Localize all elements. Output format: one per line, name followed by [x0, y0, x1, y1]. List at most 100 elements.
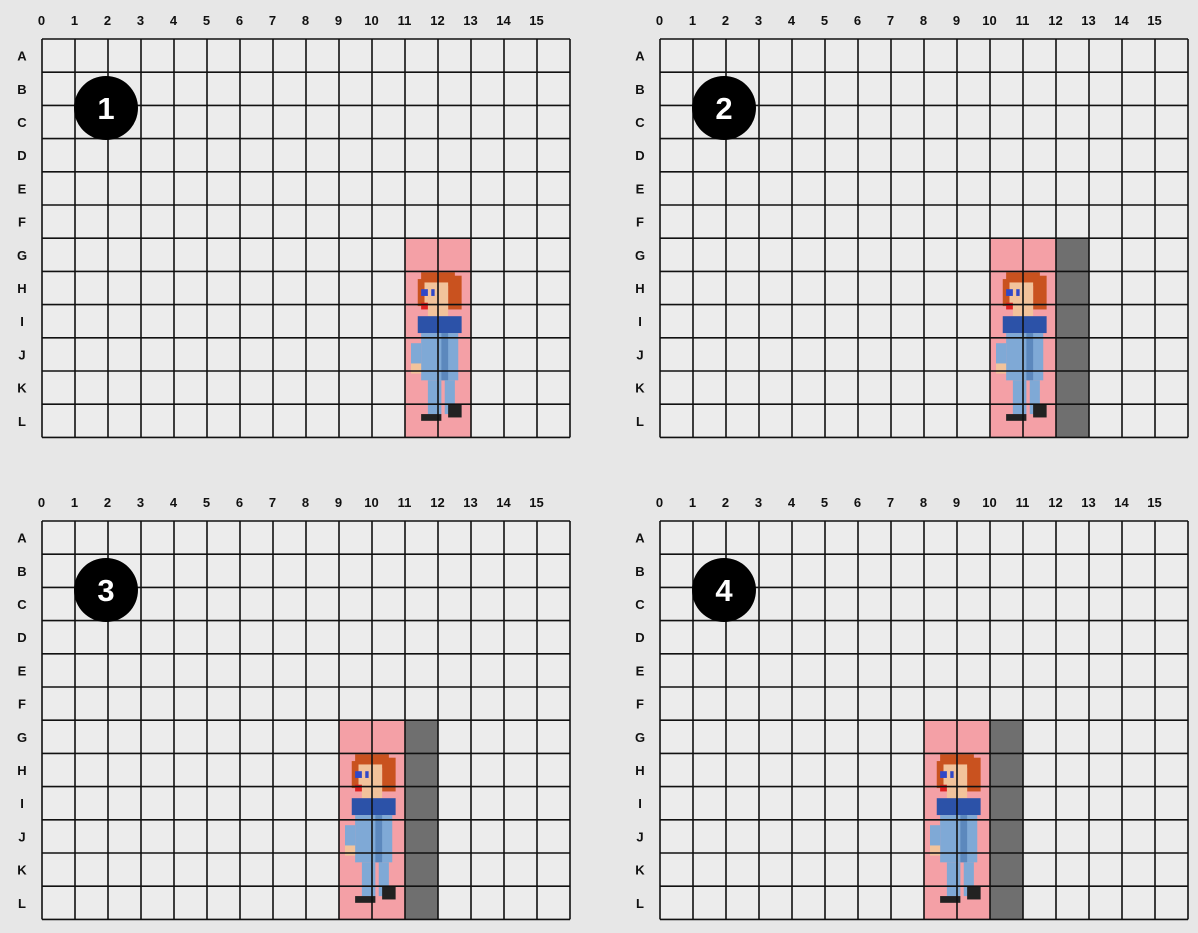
column-label: 11 — [398, 495, 412, 510]
column-label: 6 — [854, 13, 861, 28]
step-number: 3 — [97, 573, 114, 608]
row-label: L — [636, 414, 644, 429]
column-label: 12 — [1048, 495, 1062, 510]
column-label: 2 — [722, 13, 729, 28]
row-label: H — [635, 281, 644, 296]
step-number: 2 — [715, 91, 732, 126]
step-number-badge: 4 — [692, 558, 756, 622]
row-label: F — [636, 697, 644, 712]
column-label: 7 — [269, 13, 276, 28]
column-label: 14 — [1114, 495, 1129, 510]
column-label: 9 — [953, 13, 960, 28]
column-label: 2 — [104, 495, 111, 510]
row-label: C — [635, 115, 645, 130]
column-label: 1 — [689, 495, 696, 510]
column-label: 3 — [137, 495, 144, 510]
row-label: L — [18, 896, 26, 911]
row-label: F — [636, 215, 644, 230]
column-label: 5 — [821, 495, 828, 510]
column-label: 1 — [689, 13, 696, 28]
column-label: 6 — [854, 495, 861, 510]
step-number: 4 — [715, 573, 733, 608]
column-label: 8 — [302, 13, 309, 28]
row-label: K — [17, 863, 27, 878]
step-number: 1 — [97, 91, 114, 126]
row-label: H — [17, 281, 26, 296]
row-label: K — [635, 381, 645, 396]
row-label: C — [17, 115, 27, 130]
row-label: L — [636, 896, 644, 911]
step-number-badge: 1 — [74, 76, 138, 140]
row-label: A — [17, 531, 27, 546]
column-label: 9 — [335, 13, 342, 28]
column-label: 2 — [104, 13, 111, 28]
column-label: 10 — [364, 13, 378, 28]
column-label: 13 — [1081, 13, 1095, 28]
column-label: 4 — [170, 495, 178, 510]
row-label: D — [17, 148, 26, 163]
column-label: 0 — [656, 13, 663, 28]
row-label: A — [635, 49, 645, 64]
column-label: 3 — [137, 13, 144, 28]
column-label: 9 — [953, 495, 960, 510]
row-label: K — [17, 381, 27, 396]
column-label: 8 — [920, 13, 927, 28]
column-label: 14 — [1114, 13, 1129, 28]
column-label: 5 — [821, 13, 828, 28]
column-label: 15 — [529, 495, 543, 510]
row-label: B — [17, 564, 26, 579]
column-label: 10 — [364, 495, 378, 510]
column-label: 11 — [1016, 13, 1030, 28]
row-label: G — [17, 730, 27, 745]
column-label: 13 — [463, 495, 477, 510]
column-label: 0 — [38, 495, 45, 510]
column-label: 3 — [755, 495, 762, 510]
column-label: 5 — [203, 495, 210, 510]
column-label: 13 — [1081, 495, 1095, 510]
row-label: J — [636, 829, 643, 844]
column-label: 12 — [430, 495, 444, 510]
row-label: J — [636, 347, 643, 362]
row-label: D — [635, 148, 644, 163]
row-label: D — [17, 630, 26, 645]
column-label: 1 — [71, 13, 78, 28]
row-label: I — [638, 796, 642, 811]
column-label: 1 — [71, 495, 78, 510]
row-label: E — [18, 181, 27, 196]
row-label: B — [17, 82, 26, 97]
row-label: E — [636, 663, 645, 678]
column-label: 9 — [335, 495, 342, 510]
column-label: 12 — [1048, 13, 1062, 28]
step-number-badge: 2 — [692, 76, 756, 140]
column-label: 4 — [788, 495, 796, 510]
column-label: 8 — [302, 495, 309, 510]
column-label: 3 — [755, 13, 762, 28]
column-label: 7 — [887, 495, 894, 510]
row-label: C — [17, 597, 27, 612]
row-label: G — [635, 248, 645, 263]
column-label: 15 — [1147, 13, 1161, 28]
row-label: G — [635, 730, 645, 745]
row-label: H — [635, 763, 644, 778]
row-label: E — [636, 181, 645, 196]
row-label: F — [18, 697, 26, 712]
row-label: C — [635, 597, 645, 612]
column-label: 7 — [269, 495, 276, 510]
row-label: J — [18, 829, 25, 844]
row-label: G — [17, 248, 27, 263]
column-label: 6 — [236, 495, 243, 510]
row-label: A — [635, 531, 645, 546]
column-label: 0 — [656, 495, 663, 510]
row-label: H — [17, 763, 26, 778]
row-label: B — [635, 82, 644, 97]
step-number-badge: 3 — [74, 558, 138, 622]
row-label: B — [635, 564, 644, 579]
row-label: A — [17, 49, 27, 64]
row-label: J — [18, 347, 25, 362]
column-label: 8 — [920, 495, 927, 510]
